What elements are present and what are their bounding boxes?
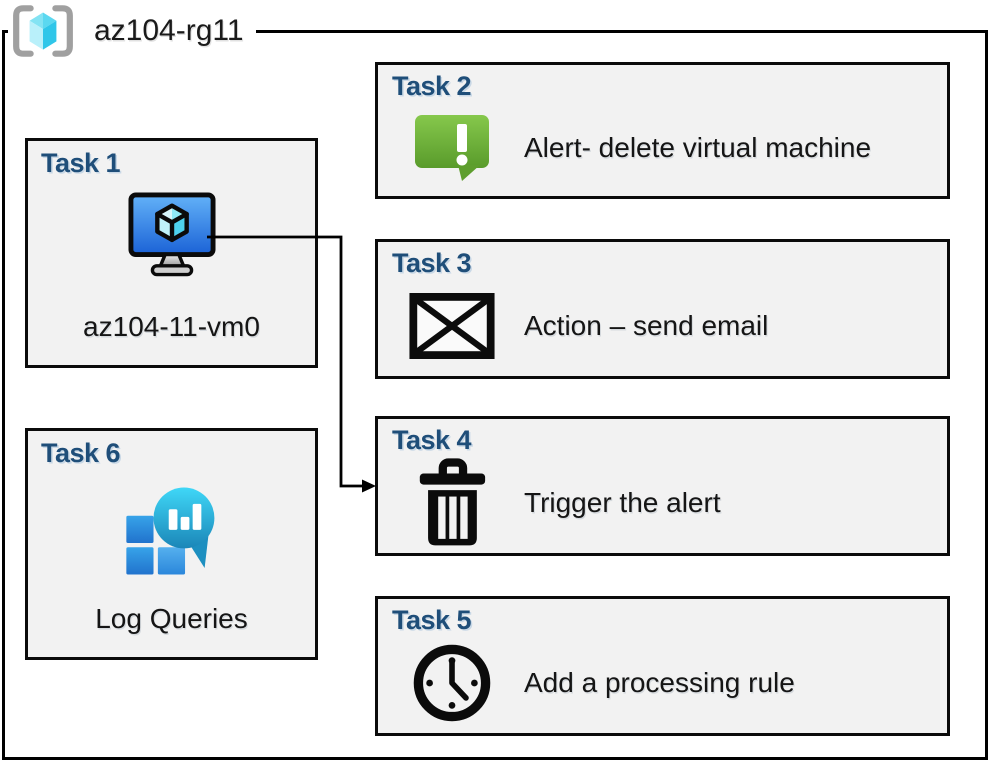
- task-box-1: Task 1 az104-11-vm0: [25, 138, 318, 368]
- trash-icon: [406, 457, 498, 549]
- task3-label: Action – send email: [524, 310, 769, 341]
- resource-group-header: az104-rg11: [8, 2, 256, 60]
- task-box-3: Task 3 Action – send email: [375, 239, 950, 379]
- task4-row: Trigger the alert: [406, 457, 933, 549]
- task5-label: Add a processing rule: [524, 667, 795, 698]
- alert-icon: [406, 111, 498, 185]
- task2-row: Alert- delete virtual machine: [406, 105, 933, 190]
- log-analytics-icon: [116, 481, 228, 581]
- task-box-5: Task 5 Add a processing rule: [375, 596, 950, 736]
- task6-title: Task 6: [41, 438, 121, 468]
- resource-group-name: az104-rg11: [94, 14, 244, 47]
- email-icon: [406, 292, 498, 360]
- task2-label: Alert- delete virtual machine: [524, 131, 872, 163]
- task4-label: Trigger the alert: [524, 487, 721, 518]
- task3-row: Action – send email: [406, 282, 933, 370]
- task5-title: Task 5: [392, 605, 472, 635]
- task-box-6: Task 6 Log Queries: [25, 428, 318, 660]
- task6-label: Log Queries: [95, 603, 248, 634]
- task2-title: Task 2: [392, 71, 472, 101]
- resource-group-icon: [10, 3, 76, 59]
- task1-label: az104-11-vm0: [83, 311, 260, 342]
- task3-title: Task 3: [392, 248, 472, 278]
- clock-icon: [406, 641, 498, 725]
- task4-title: Task 4: [392, 425, 472, 455]
- task5-row: Add a processing rule: [406, 639, 933, 727]
- virtual-machine-icon: [127, 191, 216, 279]
- task1-title: Task 1: [41, 148, 121, 178]
- task-box-4: Task 4 Trigger the alert: [375, 416, 950, 556]
- task-box-2: Task 2 Alert- delete virtual machine: [375, 62, 950, 199]
